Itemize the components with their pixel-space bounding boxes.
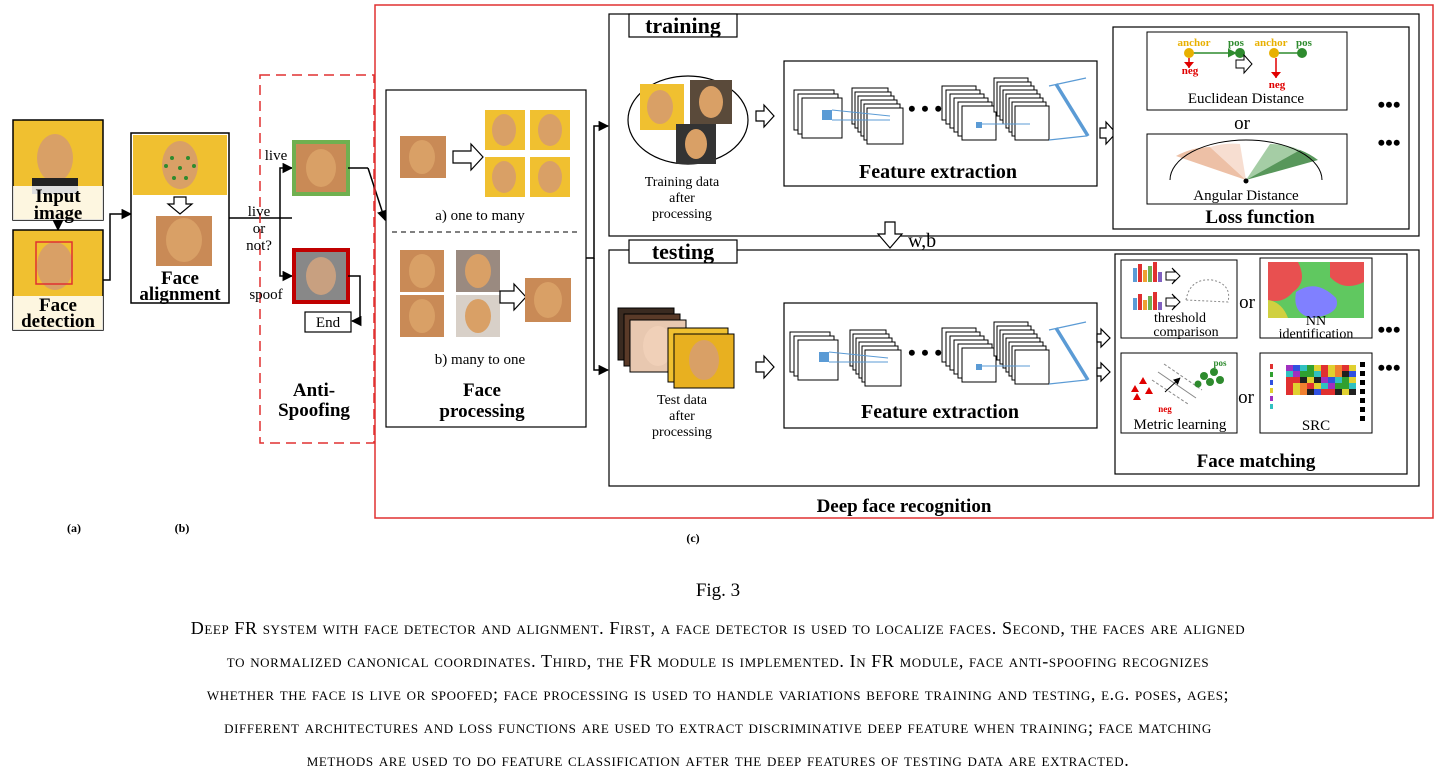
to-testing-arrow [593,258,610,376]
processing-title-2: processing [439,401,525,422]
test-data-label-3: processing [652,425,712,440]
figure-caption: Deep FR system with face detector and al… [0,612,1436,777]
training-data-label-1: Training data [645,175,720,190]
antispoof-title-2: Spoofing [278,400,350,421]
many-to-one-label: b) many to one [435,352,526,368]
spoof-to-end-arrow [348,275,362,327]
cnn-to-matching-arrow-icon-1 [1096,327,1111,349]
nn-label-2: identification [1279,327,1354,342]
question-line-3: not? [246,238,272,254]
metric-neg-label: neg [1158,404,1172,414]
input-image-label-2: image [34,203,83,224]
question-line-1: live [248,204,271,220]
caption-line-1: Deep FR system with face detector and al… [190,618,1246,638]
cnn-to-loss-arrow-icon [1099,120,1117,146]
testing-title: testing [652,239,714,264]
matching-ellipsis-1: ••• [1377,317,1400,342]
deep-fr-diagram: Input image Face detection Face alignmen… [12,4,1434,545]
figure-title: Fig. 3 [695,580,741,601]
training-panel: training Training data after processing … [608,13,1420,237]
euclidean-box [1146,31,1348,111]
caption-line-5: methods are used to do feature classific… [306,750,1130,770]
many-to-one-arrow-icon [499,282,527,312]
matching-or-label-2: or [1238,387,1255,408]
caption-line-4: different architectures and loss functio… [224,717,1212,737]
matching-ellipsis-2: ••• [1377,355,1400,380]
face-detection-panel: Face detection [12,229,104,332]
training-feature-label: Feature extraction [859,161,1017,183]
training-to-cnn-arrow-icon [755,103,775,129]
loss-function-label: Loss function [1205,207,1315,228]
matching-or-label-1: or [1239,292,1256,313]
one-to-many-label: a) one to many [435,208,525,224]
testing-feature-label: Feature extraction [861,401,1019,423]
metric-learning-box [1120,352,1238,434]
training-title: training [645,13,721,38]
face-alignment-label-2: alignment [139,284,221,305]
src-sparse-matrix [1270,362,1365,421]
face-matching-label: Face matching [1197,451,1316,472]
face-detection-label-2: detection [21,311,95,332]
to-training-arrow [586,120,610,259]
pos-label-1: pos [1228,37,1245,49]
antispoof-title-1: Anti- [293,380,335,401]
nn-label-1: NN [1306,314,1326,329]
loss-ellipsis-2: ••• [1377,130,1400,155]
deep-face-recognition-title: Deep face recognition [817,496,992,517]
src-label: SRC [1302,418,1330,434]
cnn-ellipsis-training: • • • [908,96,942,121]
align-down-arrow-icon [166,196,194,215]
neg-label-2: neg [1269,79,1286,91]
threshold-label-2: comparison [1153,325,1218,340]
anchor-label-2: anchor [1255,37,1288,49]
test-to-cnn-arrow-icon [755,354,775,380]
antispoof-region: live live or not? spoof End Anti- Spoofi… [246,74,388,444]
loss-or-label: or [1234,113,1251,134]
deep-face-recognition-region [374,4,1434,519]
spoof-label: spoof [249,287,282,303]
face-alignment-label-1: Face [161,268,199,289]
cnn-to-matching-arrow-icon-2 [1096,361,1111,383]
metric-learning-label: Metric learning [1134,417,1227,433]
threshold-label-1: threshold [1154,311,1206,326]
test-data-label-2: after [669,409,695,424]
face-alignment-panel: Face alignment [130,132,230,305]
angular-label: Angular Distance [1193,188,1299,204]
input-image-label-1: Input [35,186,81,207]
processing-title-1: Face [463,380,501,401]
cnn-ellipsis-testing: • • • [908,340,942,365]
metric-pos-label: pos [1213,358,1227,368]
input-image-panel: Input image [12,119,104,224]
training-data-label-2: after [669,191,695,206]
marker-b: (b) [175,521,190,535]
detection-box [35,241,73,285]
pos-label-2: pos [1296,37,1313,49]
live-to-processing-arrow [367,167,388,221]
testing-panel: testing Test data after processing • • •… [608,239,1420,487]
neg-label-1: neg [1182,65,1199,77]
live-label: live [265,148,288,164]
test-data-label-1: Test data [657,393,708,408]
live-arrow [279,162,294,220]
detection-to-alignment-arrow [103,208,133,281]
question-line-2: or [253,221,266,237]
one-to-many-arrow-icon [452,142,484,172]
caption-line-3: whether the face is live or spoofed; fac… [206,684,1230,704]
loss-ellipsis-1: ••• [1377,92,1400,117]
caption-line-2: to normalized canonical coordinates. Thi… [226,651,1210,671]
spoof-arrow [279,220,294,282]
end-label: End [316,315,341,331]
marker-a: (a) [67,521,81,535]
marker-c: (c) [686,531,699,545]
anchor-label-1: anchor [1178,37,1211,49]
face-processing-panel: a) one to many b) many to one Face proce… [385,89,587,428]
training-data-label-3: processing [652,207,712,222]
angular-box [1146,133,1348,205]
weight-transfer-arrow-icon [876,221,904,249]
end-box [304,311,352,333]
weight-transfer-label: w,b [908,230,936,252]
euclidean-label: Euclidean Distance [1188,91,1305,107]
face-detection-label-1: Face [39,295,77,316]
